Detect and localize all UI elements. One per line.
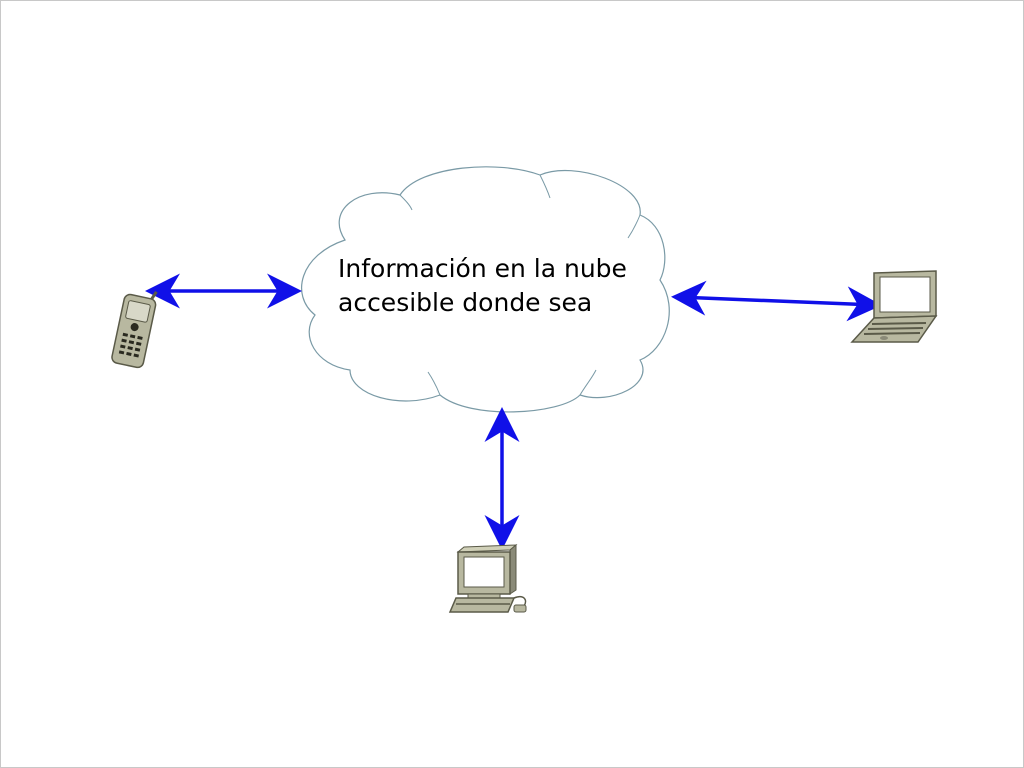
- cloud-shape: [301, 166, 670, 413]
- desktop-computer-icon: [448, 543, 527, 613]
- arrow-cloud-laptop: [671, 280, 882, 322]
- cloud-label-line1: Información en la nube: [338, 254, 627, 283]
- cloud-label-line2: accesible donde sea: [338, 288, 593, 317]
- laptop-icon: [850, 270, 938, 343]
- cloud-label: Información en la nube accesible donde s…: [338, 252, 627, 320]
- mobile-phone-icon: [111, 290, 158, 369]
